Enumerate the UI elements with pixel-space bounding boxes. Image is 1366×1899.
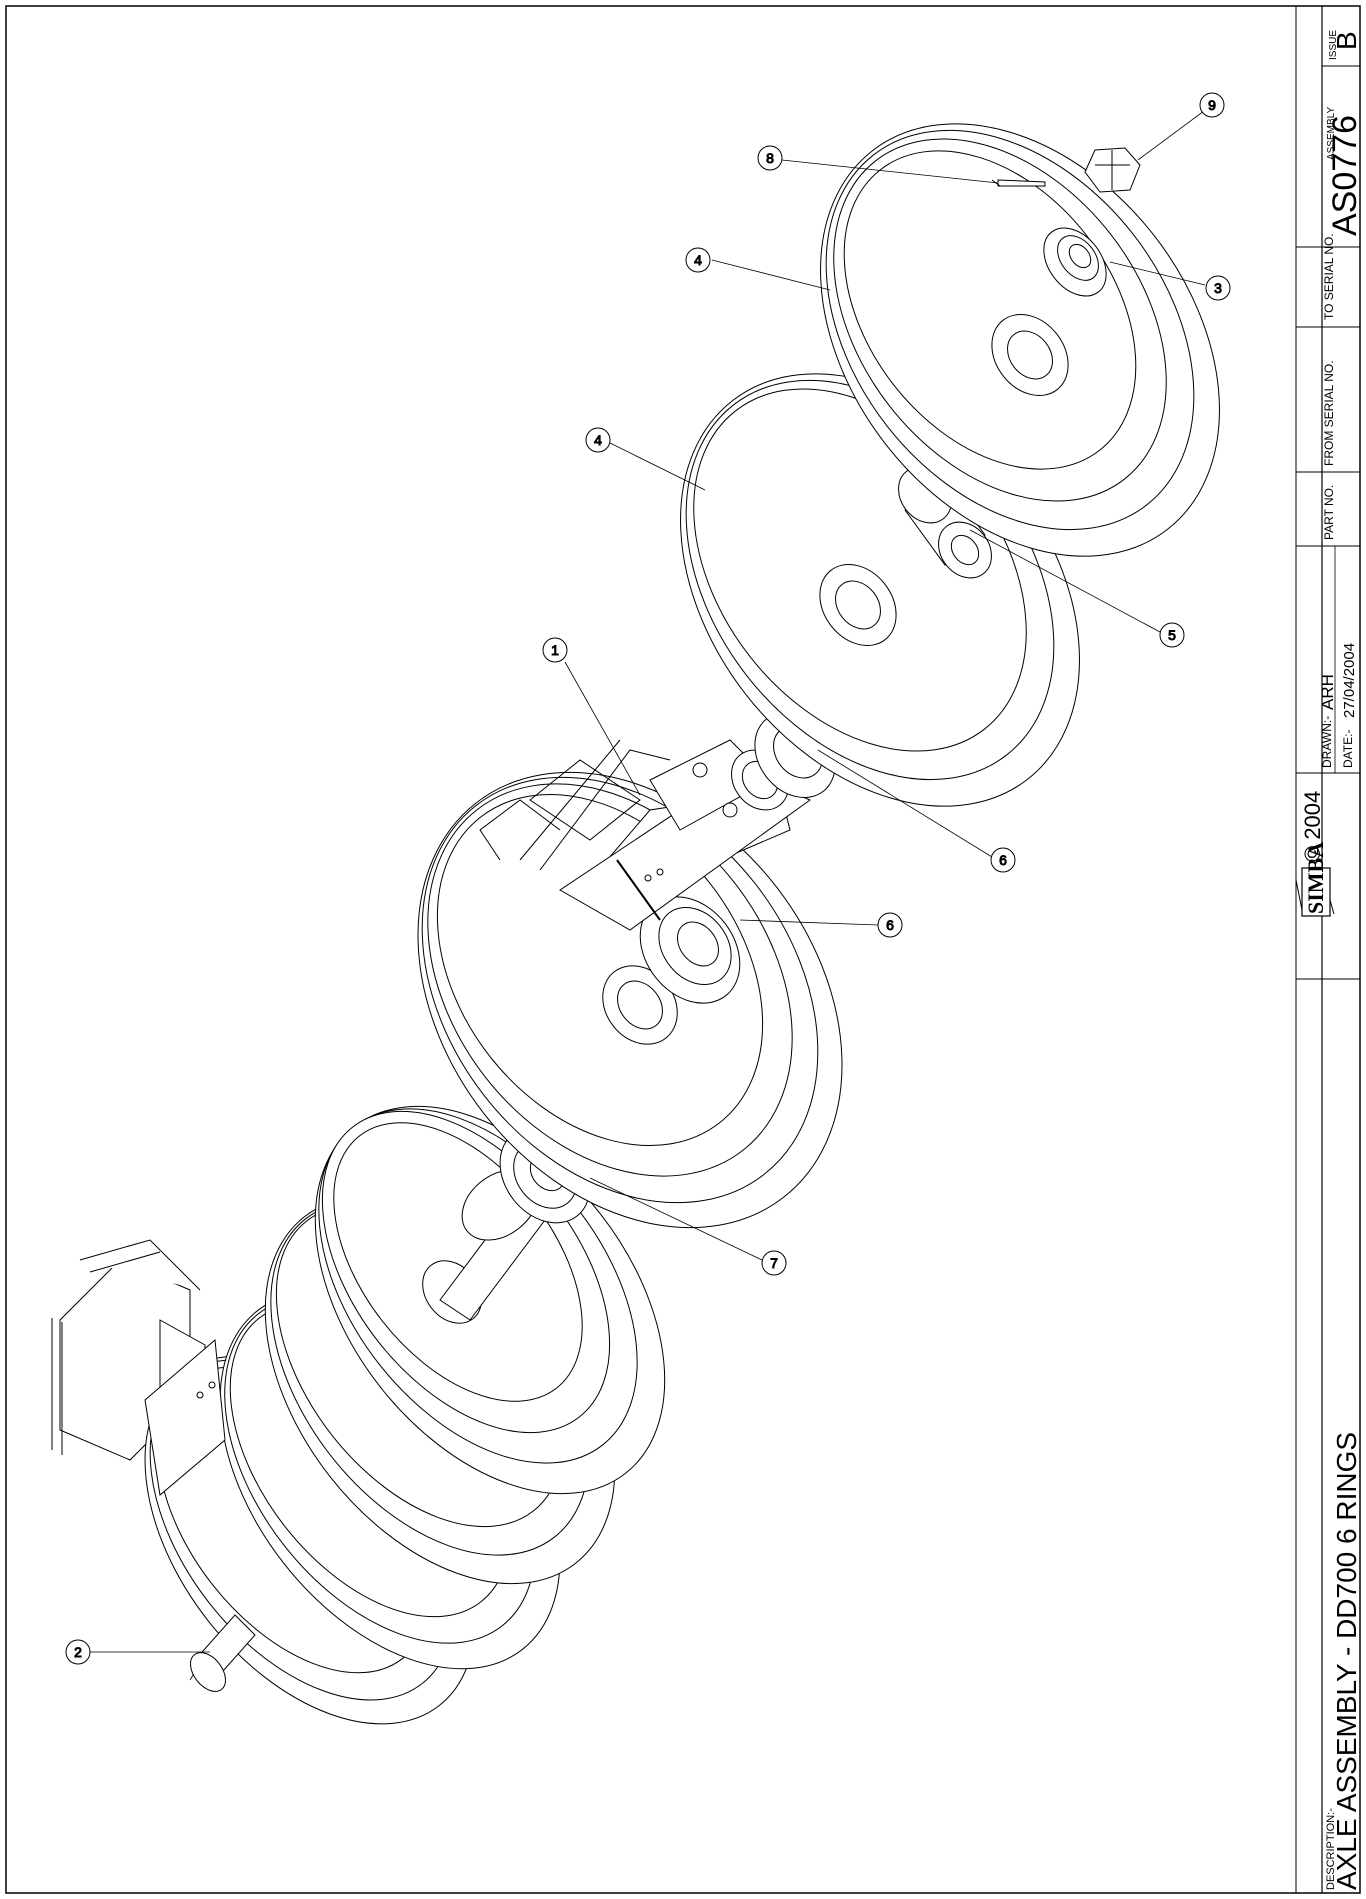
simba-logo: SIMBA: [1295, 842, 1335, 917]
assembly-drawing: 1 2 3 4 4 5 6 6: [51, 92, 1231, 1725]
copyright: © 2004: [1300, 791, 1325, 862]
drawn-by: ARH: [1318, 674, 1337, 710]
callout-4a: 4: [685, 247, 711, 273]
callout-4b: 4: [585, 427, 611, 453]
spacer-5: [898, 466, 992, 579]
callout-6a: 6: [990, 847, 1016, 873]
leader-lines: [90, 107, 1209, 1653]
callout-1-label: 1: [551, 642, 559, 658]
disc-stack: [51, 1105, 666, 1725]
callout-6b-label: 6: [886, 917, 894, 933]
castle-nut-9: [1084, 147, 1141, 193]
callout-1: 1: [542, 637, 568, 663]
sheet-border: [5, 5, 1361, 1894]
issue-value: B: [1331, 31, 1362, 50]
axle-end-cap: [190, 1614, 256, 1692]
description: AXLE ASSEMBLY - DD700 6 RINGS: [1331, 1432, 1362, 1890]
callout-7: 7: [761, 1250, 787, 1276]
callout-4b-label: 4: [594, 432, 602, 448]
date-value: 27/04/2004: [1341, 643, 1358, 718]
drawn-label: DRAWN:-: [1320, 716, 1334, 768]
callout-4a-label: 4: [694, 252, 702, 268]
issue-label: ISSUE: [1328, 30, 1339, 60]
callout-9: 9: [1199, 92, 1225, 118]
to-serial-label: TO SERIAL NO.: [1322, 233, 1336, 320]
callout-7-label: 7: [770, 1255, 778, 1271]
callout-3-label: 3: [1214, 280, 1222, 296]
bearing-cap-3: [1043, 227, 1107, 297]
callout-6a-label: 6: [999, 852, 1007, 868]
assembly-number: AS0776: [1326, 115, 1364, 236]
callout-3: 3: [1205, 275, 1231, 301]
date-label: DATE:-: [1341, 730, 1355, 768]
callout-2-label: 2: [74, 1644, 82, 1660]
callout-8: 8: [757, 145, 783, 171]
callout-5-label: 5: [1168, 627, 1176, 643]
from-serial-label: FROM SERIAL NO.: [1322, 360, 1336, 466]
callout-5: 5: [1159, 622, 1185, 648]
assembly-label: ASSEMBLY: [1326, 107, 1337, 160]
callout-8-label: 8: [766, 150, 774, 166]
part-no-label: PART NO.: [1322, 485, 1336, 540]
callout-9-label: 9: [1208, 97, 1216, 113]
svg-text:SIMBA: SIMBA: [1303, 842, 1328, 914]
description-label: DESCRIPTION:-: [1325, 1808, 1337, 1890]
middle-disc: [417, 771, 843, 1229]
callout-2: 2: [65, 1639, 91, 1665]
callout-6b: 6: [877, 912, 903, 938]
title-block: ISSUE B ASSEMBLY AS0776 TO SERIAL NO. FR…: [1295, 6, 1364, 1893]
